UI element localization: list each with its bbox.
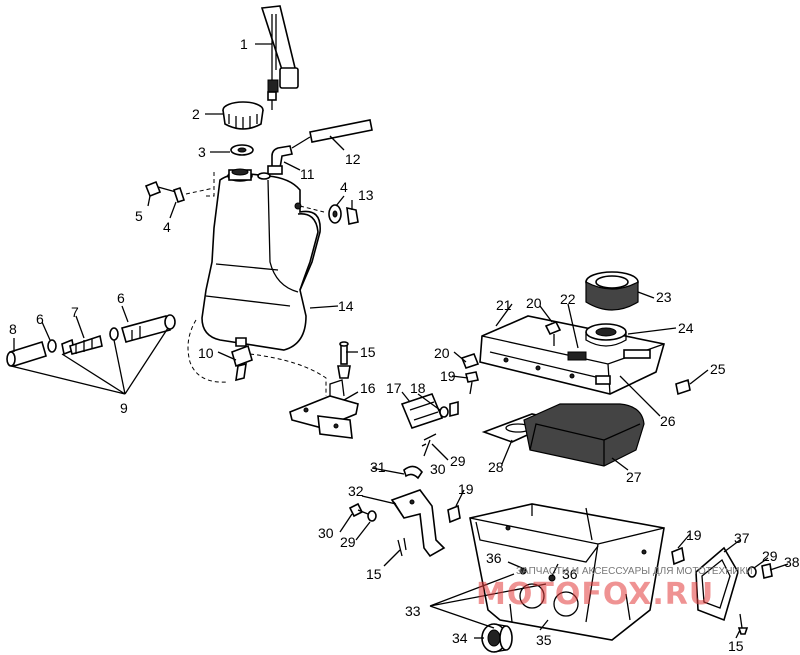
callout-32: 32 (348, 483, 364, 499)
callout-23: 23 (656, 289, 672, 305)
grommet-upper-part (337, 341, 351, 379)
callout-26: 26 (660, 413, 676, 429)
callout-21: 21 (496, 297, 512, 313)
callout-11: 11 (300, 166, 315, 182)
nut-36-part (519, 567, 556, 582)
callout-30b: 30 (318, 525, 334, 541)
callout-14: 14 (338, 298, 354, 314)
grommet-middle-part (397, 537, 407, 557)
intake-boot-part (481, 623, 513, 653)
callout-35: 35 (536, 632, 552, 648)
airbox-bracket-part (390, 489, 446, 558)
callout-6b: 6 (117, 290, 125, 306)
callout-36a: 36 (486, 550, 502, 566)
callout-19a: 19 (440, 368, 456, 384)
airbox-tub-part (469, 503, 665, 641)
callout-24: 24 (678, 320, 694, 336)
callout-30a: 30 (430, 461, 446, 477)
watermark-logo: MOTOFOX.RU (476, 577, 714, 612)
screw-19-right-part (671, 546, 685, 566)
bolt-left-part (144, 172, 215, 204)
gasket-part (230, 144, 254, 156)
watermark-caption: ЗАПЧАСТИ И АКСЕССУАРЫ ДЛЯ МОТОТЕХНИКИ (516, 566, 753, 577)
callouts: 1 2 3 11 12 4 13 5 4 14 8 6 7 6 9 10 15 … (9, 36, 800, 654)
callout-15c: 15 (728, 638, 744, 654)
callout-4b: 4 (163, 219, 171, 235)
callout-13: 13 (358, 187, 374, 203)
callout-28: 28 (488, 459, 504, 475)
callout-1: 1 (240, 36, 248, 52)
vent-hose-part (291, 119, 373, 149)
callout-4a: 4 (340, 179, 348, 195)
outlet-fitting-part (187, 319, 327, 396)
screw-20-part (460, 320, 562, 369)
fuel-tank-part (201, 168, 321, 351)
cover-plate-part (695, 546, 739, 622)
callout-15a: 15 (360, 344, 376, 360)
seal-part (585, 323, 627, 347)
callout-38: 38 (784, 554, 800, 570)
callout-25: 25 (710, 361, 726, 377)
callout-33: 33 (405, 603, 421, 619)
vent-fitting-part (267, 145, 293, 175)
callout-9: 9 (120, 400, 128, 416)
callout-27: 27 (626, 469, 642, 485)
callout-31: 31 (370, 459, 386, 475)
callout-22: 22 (560, 291, 576, 307)
callout-20b: 20 (526, 295, 542, 311)
screw-19-mid-part (447, 504, 461, 524)
callout-2: 2 (192, 106, 200, 122)
callout-8: 8 (9, 321, 17, 337)
callout-3: 3 (198, 144, 206, 160)
callout-6a: 6 (36, 311, 44, 327)
callout-5: 5 (135, 208, 143, 224)
callout-37: 37 (734, 530, 750, 546)
tank-bracket-part (289, 379, 359, 439)
air-filter-ring-part (585, 271, 639, 311)
callout-29b: 29 (340, 534, 356, 550)
callout-19b: 19 (458, 481, 474, 497)
callout-15b: 15 (366, 566, 382, 582)
watermark: ЗАПЧАСТИ И АКСЕССУАРЫ ДЛЯ МОТОТЕХНИКИ MO… (476, 566, 753, 612)
plate-fasteners-part (737, 563, 773, 635)
filter-element-part (523, 403, 645, 467)
callout-10: 10 (198, 345, 214, 361)
washer-nut-right-part (299, 204, 359, 225)
airbox-lid-part (479, 315, 666, 395)
callout-29a: 29 (450, 453, 466, 469)
leader-lines (10, 43, 789, 639)
hose-assembly-part (6, 314, 176, 368)
callout-12: 12 (345, 151, 361, 167)
hose-clip-part (403, 465, 423, 480)
bolt-lower-part (348, 502, 377, 522)
clip-part (675, 378, 691, 396)
callout-20a: 20 (434, 345, 450, 361)
callout-17: 17 (386, 380, 402, 396)
callout-7: 7 (71, 304, 79, 320)
callout-34: 34 (452, 630, 468, 646)
callout-29c: 29 (762, 548, 778, 564)
callout-16: 16 (360, 380, 376, 396)
fuel-cap-part (222, 101, 264, 130)
fuel-sender-part (260, 5, 299, 110)
callout-36b: 36 (562, 566, 578, 582)
callout-18: 18 (410, 380, 426, 396)
callout-19c: 19 (686, 527, 702, 543)
